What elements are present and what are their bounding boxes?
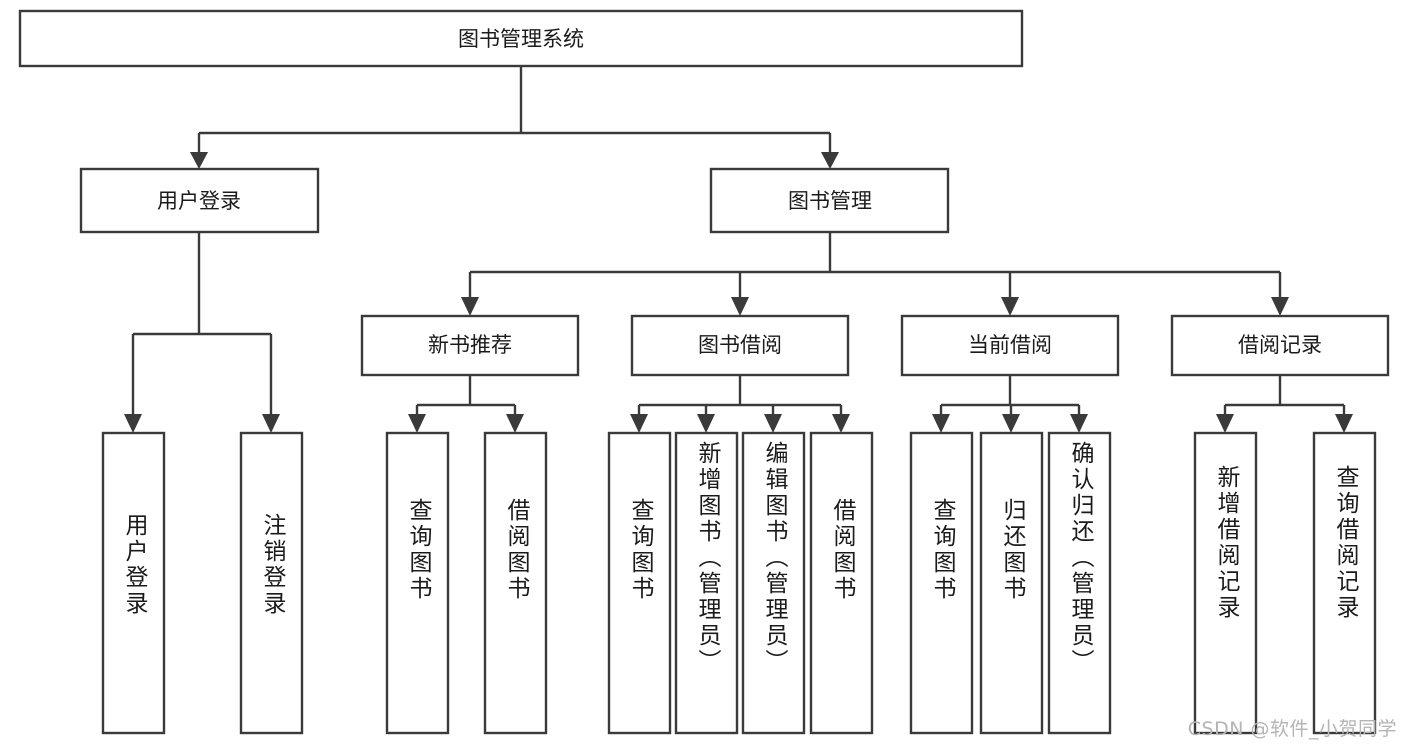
arrow-head-icon-bookborrow-4 (832, 414, 850, 433)
leaf-box-new-book-recommend-0[interactable] (385, 431, 450, 735)
leaf-box-current-borrow-0[interactable] (909, 431, 974, 735)
arrow-head-icon-borrowrecord-1 (1216, 414, 1234, 433)
arrow-head-icon-level3-3 (1001, 297, 1019, 316)
node-user-login[interactable]: 用户登录 (79, 167, 320, 234)
node-new-book-recommend[interactable]: 新书推荐 (360, 314, 580, 377)
leaf-box-book-borrow-0[interactable] (607, 431, 672, 735)
arrow-head-icon-level3-1 (461, 297, 479, 316)
node-current-borrow[interactable]: 当前借阅 (900, 314, 1120, 377)
node-new-book-recommend-label: 新书推荐 (428, 333, 512, 357)
node-book-borrow-label: 图书借阅 (698, 333, 782, 357)
leaf-box-book-borrow-2[interactable] (741, 431, 806, 735)
node-book-borrow[interactable]: 图书借阅 (630, 314, 850, 377)
arrow-head-icon-userlogin-1 (124, 414, 142, 433)
arrow-head-icon-borrowrecord-2 (1335, 414, 1353, 433)
leaf-box-borrow-record-1[interactable] (1312, 431, 1377, 735)
leaf-box-user-login-0[interactable] (101, 431, 166, 735)
node-borrow-record-label: 借阅记录 (1238, 333, 1322, 357)
node-root-label: 图书管理系统 (458, 27, 584, 51)
node-new-book-recommend-box[interactable] (360, 314, 580, 377)
node-root-box[interactable] (18, 9, 1024, 68)
node-borrow-record[interactable]: 借阅记录 (1170, 314, 1390, 377)
node-current-borrow-box[interactable] (900, 314, 1120, 377)
node-book-borrow-box[interactable] (630, 314, 850, 377)
node-book-management-label: 图书管理 (788, 189, 872, 213)
node-root[interactable]: 图书管理系统 (18, 9, 1024, 68)
arrow-head-icon-bookborrow-1 (630, 414, 648, 433)
arrow-head-icon-newbook-2 (506, 414, 524, 433)
leaf-box-borrow-record-0[interactable] (1193, 431, 1258, 735)
arrow-head-icon-level2-1 (190, 152, 208, 169)
arrow-head-icon-userlogin-2 (262, 414, 280, 433)
node-book-management[interactable]: 图书管理 (709, 167, 950, 234)
arrow-head-icon-level2-2 (821, 152, 839, 169)
arrow-head-icon-level3-4 (1271, 297, 1289, 316)
leaf-box-book-borrow-1[interactable] (674, 431, 739, 735)
arrow-head-icon-currentborrow-3 (1070, 414, 1088, 433)
arrow-head-icon-currentborrow-2 (1002, 414, 1020, 433)
leaf-box-new-book-recommend-1[interactable] (483, 431, 548, 735)
node-user-login-label: 用户登录 (157, 189, 241, 213)
arrow-head-icon-bookborrow-2 (697, 414, 715, 433)
node-book-management-box[interactable] (709, 167, 950, 234)
arrow-head-icon-currentborrow-1 (932, 414, 950, 433)
arrow-head-icon-bookborrow-3 (764, 414, 782, 433)
leaf-box-current-borrow-1[interactable] (979, 431, 1044, 735)
leaf-box-current-borrow-2[interactable] (1047, 431, 1112, 735)
arrow-head-icon-level3-2 (731, 297, 749, 316)
arrow-head-icon-newbook-1 (408, 414, 426, 433)
leaf-box-book-borrow-3[interactable] (809, 431, 874, 735)
node-current-borrow-label: 当前借阅 (968, 333, 1052, 357)
leaf-box-user-login-1[interactable] (239, 431, 304, 735)
csdn-watermark: CSDN @软件_小贺同学 (1187, 718, 1397, 740)
node-borrow-record-box[interactable] (1170, 314, 1390, 377)
